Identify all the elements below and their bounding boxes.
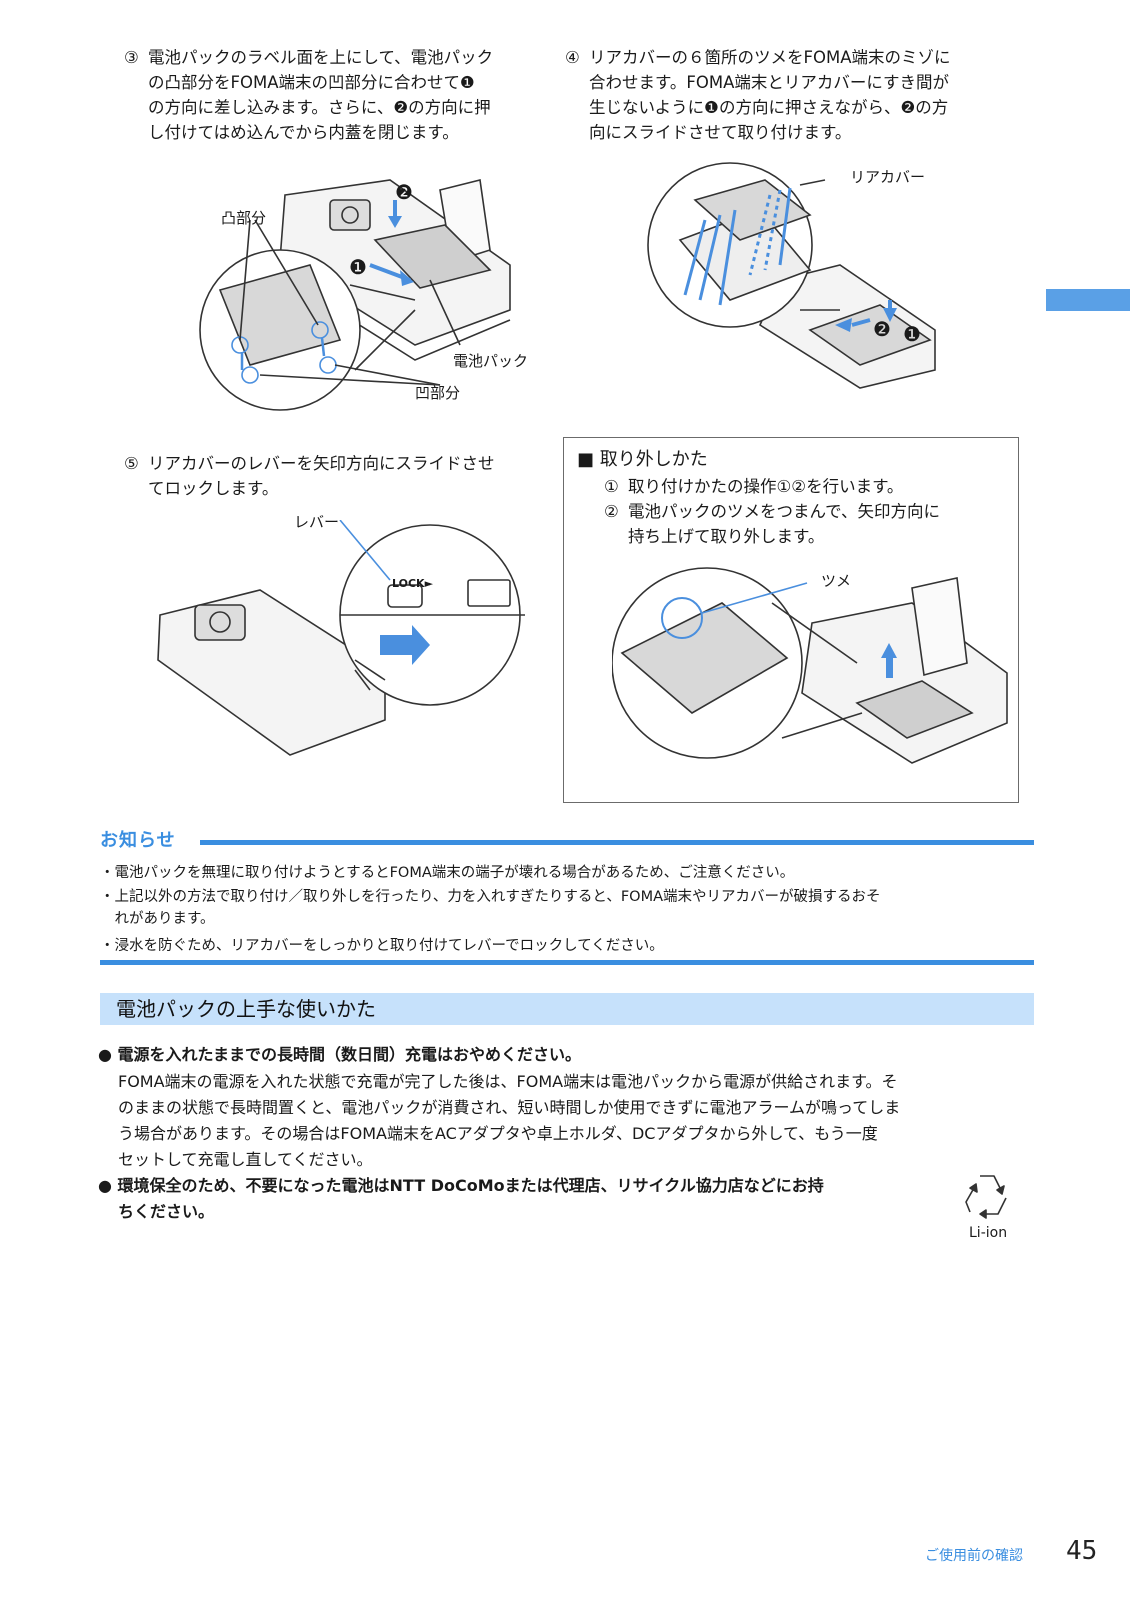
label-claw: ツメ [821, 572, 852, 590]
step-3-number: ③ [124, 48, 139, 67]
notice-heading: お知らせ [100, 830, 176, 851]
lever-lock-illustration [157, 520, 525, 756]
notice-item: ・上記以外の方法で取り付け／取り外しを行ったり、力を入れすぎたりすると、FOMA… [100, 889, 881, 905]
footer-chapter-link[interactable]: ご使用前の確認 [925, 1548, 1023, 1564]
notice-bottom-divider [100, 960, 1034, 965]
step-5: ⑤ リアカバーのレバーを矢印方向にスライドさせ てロックします。 [124, 451, 554, 506]
page-number: 45 [1066, 1536, 1098, 1566]
removal-item-text: 取り付けかたの操作①②を行います。 [628, 477, 904, 496]
step-5-line: てロックします。 [148, 479, 279, 498]
step-4-line: 生じないように❶の方向に押さえながら、❷の方 [589, 98, 949, 117]
label-rear-cover: リアカバー [850, 168, 926, 186]
step-4-number: ④ [565, 48, 580, 67]
label-battery-pack: 電池パック [453, 352, 529, 370]
removal-instructions-box: ■ 取り外しかた ① 取り付けかたの操作①②を行います。 ② 電池パックのツメを… [563, 437, 1019, 803]
bullet-1-heading: ● 電源を入れたままでの長時間（数日間）充電はおやめください。 [98, 1045, 582, 1064]
notice-item: ・浸水を防ぐため、リアカバーをしっかりと取り付けてレバーでロックしてください。 [100, 938, 664, 954]
section-title-bar [100, 993, 1034, 1025]
badge-1-icon: ❶ [349, 255, 367, 279]
step-3: ③ 電池パックのラベル面を上にして、電池パック の凸部分をFOMA端末の凹部分に… [124, 45, 554, 155]
removal-item-text: 電池パックのツメをつまんで、矢印方向に [628, 502, 941, 521]
removal-item-number: ② [604, 502, 619, 521]
bullet-1-line: FOMA端末の電源を入れた状態で充電が完了した後は、FOMA端末は電池パックから… [118, 1072, 898, 1091]
step-5-number: ⑤ [124, 454, 139, 473]
removal-item-text: 持ち上げて取り外します。 [628, 527, 825, 546]
rear-cover-illustration [647, 162, 936, 389]
label-lock: LOCK► [392, 577, 434, 590]
removal-item-number: ① [604, 477, 619, 496]
notice-item: れがあります。 [100, 911, 215, 927]
battery-removal-illustration [612, 567, 1008, 764]
label-concave: 凹部分 [415, 384, 461, 402]
step-3-line: 電池パックのラベル面を上にして、電池パック [148, 48, 494, 67]
removal-heading: ■ 取り外しかた [577, 449, 708, 470]
badge-2-icon: ❷ [873, 317, 891, 341]
recycle-icon [965, 1175, 1007, 1219]
battery-insertion-illustration [199, 179, 511, 411]
step-4-line: 合わせます。FOMA端末とリアカバーにすき間が [589, 73, 950, 92]
notice-item: ・電池パックを無理に取り付けようとするとFOMA端末の端子が壊れる場合があるため… [100, 865, 795, 881]
chapter-index-tab [1046, 289, 1130, 311]
bullet-1-line: のままの状態で長時間置くと、電池パックが消費され、短い時間しか使用できずに電池ア… [118, 1098, 901, 1117]
step-5-line: リアカバーのレバーを矢印方向にスライドさせ [148, 454, 495, 473]
step-3-line: し付けてはめ込んでから内蓋を閉じます。 [148, 123, 459, 142]
step-4-line: リアカバーの６箇所のツメをFOMA端末のミゾに [589, 48, 951, 67]
step-4-line: 向にスライドさせて取り付けます。 [589, 123, 852, 142]
step-3-line: の方向に差し込みます。さらに、❷の方向に押 [148, 98, 491, 117]
badge-2-icon: ❷ [395, 180, 413, 204]
label-convex: 凸部分 [221, 209, 267, 227]
recycle-label: Li-ion [969, 1225, 1008, 1241]
notice-divider [200, 840, 1034, 845]
bullet-2-line: ● 環境保全のため、不要になった電池はNTT DoCoMoまたは代理店、リサイク… [98, 1176, 824, 1195]
badge-1-icon: ❶ [903, 322, 921, 346]
step-4: ④ リアカバーの６箇所のツメをFOMA端末のミゾに 合わせます。FOMA端末とリ… [565, 45, 1025, 155]
bullet-2-line: ちください。 [118, 1202, 215, 1221]
label-lever: レバー [294, 513, 340, 531]
bullet-1-line: う場合があります。その場合はFOMA端末をACアダプタや卓上ホルダ、DCアダプタ… [118, 1124, 878, 1143]
bullet-1-line: セットして充電し直してください。 [118, 1150, 373, 1169]
section-title: 電池パックの上手な使いかた [116, 997, 376, 1021]
step-3-line: の凸部分をFOMA端末の凹部分に合わせて❶ [148, 73, 475, 92]
